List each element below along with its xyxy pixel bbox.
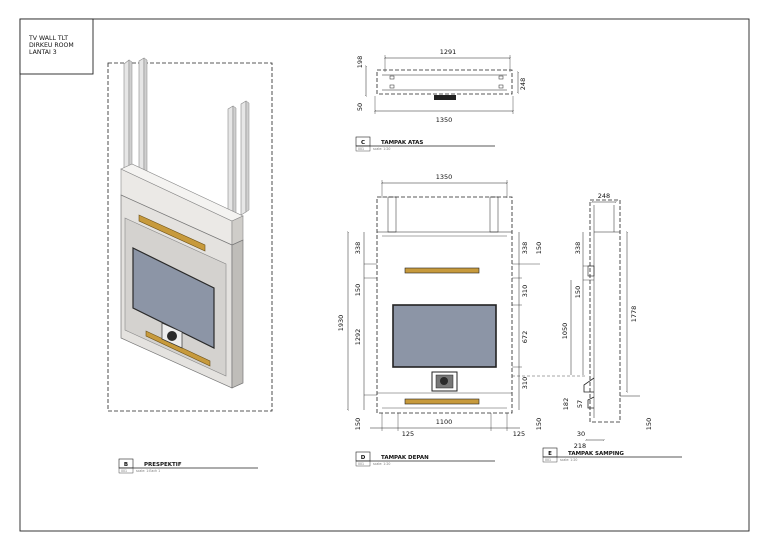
dim-top-1350: 1350 [436,116,453,124]
top-view-outline [376,69,513,95]
scale-d: scale: 1:20 [373,462,390,466]
dim-front-1930: 1930 [337,315,345,332]
dim-front-150-right: 150 [535,242,543,254]
dim-front-672: 672 [521,331,529,343]
upper-strip [138,214,206,252]
dim-top-198: 198 [356,56,364,68]
code-b: 001 [121,469,127,473]
dim-front-1292: 1292 [354,329,362,346]
scale-c: scale: 1:20 [373,147,390,151]
letter-d: D [361,455,366,461]
dim-top-50: 50 [356,103,364,111]
dim-side-338: 338 [574,242,582,254]
dim-front-310-a: 310 [521,285,529,297]
letter-e: E [548,451,552,457]
front-lower-strip [404,398,480,405]
code-c: 001 [358,147,364,151]
scale-e: scale: 1:20 [560,458,577,462]
tv-screen [132,247,215,349]
title-line-2: DIRKEU ROOM [29,42,74,49]
perspective-view [107,57,273,412]
dim-side-30: 30 [577,430,585,438]
dim-front-338-left: 338 [354,242,362,254]
front-upper-strip [404,267,480,274]
dim-top-1291: 1291 [440,48,457,56]
wall-panel-side [231,239,244,389]
sheet-border [19,18,750,532]
dim-side-1778: 1778 [630,306,638,323]
front-tv-screen [392,304,497,368]
top-view-device [434,95,456,100]
dim-side-218: 218 [574,442,586,450]
letter-b: B [124,462,128,468]
dim-front-125-left: 125 [402,430,414,438]
pipe-left-2 [138,57,145,179]
label-tampak-samping: E TAMPAK SAMPING 001 scale: 1:20 [542,447,682,463]
dim-top-248: 248 [519,78,527,90]
dim-front-1350: 1350 [436,173,453,181]
name-e: TAMPAK SAMPING [568,451,624,457]
title-line-1: TV WALL TLT [28,35,68,42]
name-c: TAMPAK ATAS [381,140,423,146]
dim-side-150: 150 [574,286,582,298]
code-d: 001 [358,462,364,466]
pipe-right-2 [240,100,247,216]
code-e: 001 [545,458,551,462]
label-tampak-atas: C TAMPAK ATAS 001 scale: 1:20 [355,136,495,152]
name-d: TAMPAK DEPAN [381,455,429,461]
dim-front-310-b: 310 [521,377,529,389]
letter-c: C [361,140,365,146]
scale-b: scale: 1:Each 1 [136,469,160,473]
perspective-frame [107,62,273,412]
dim-front-150-bottom-left: 150 [354,418,362,430]
dim-front-150-bottom-right: 150 [535,418,543,430]
title-line-3: LANTAI 3 [29,49,57,56]
dim-side-248: 248 [598,192,610,200]
side-view: 248 338 150 1050 1778 182 57 30 218 150 [561,192,653,450]
dim-side-57: 57 [576,400,584,408]
dim-front-150-left: 150 [354,284,362,296]
title-block: TV WALL TLT DIRKEU ROOM LANTAI 3 [19,18,94,75]
front-view: 1350 1930 338 150 1292 150 338 150 310 6… [337,173,585,438]
dim-side-150-bottom: 150 [645,418,653,430]
pipe-left-1 [123,59,130,176]
top-view: 1291 1350 198 50 248 [356,48,527,124]
dim-front-338-right: 338 [521,242,529,254]
dim-front-1100: 1100 [436,418,453,426]
dim-side-1050: 1050 [561,323,569,340]
lower-strip [145,330,211,367]
label-tampak-depan: D TAMPAK DEPAN 001 scale: 1:20 [355,451,495,467]
side-bracket [583,377,595,393]
dim-front-125-right: 125 [513,430,525,438]
pipe-right-1 [227,105,234,223]
side-outline [589,199,621,423]
label-prespektif: B PRESPEKTIF 001 scale: 1:Each 1 [118,458,258,474]
name-b: PRESPEKTIF [144,462,182,468]
dim-side-182: 182 [562,398,570,410]
